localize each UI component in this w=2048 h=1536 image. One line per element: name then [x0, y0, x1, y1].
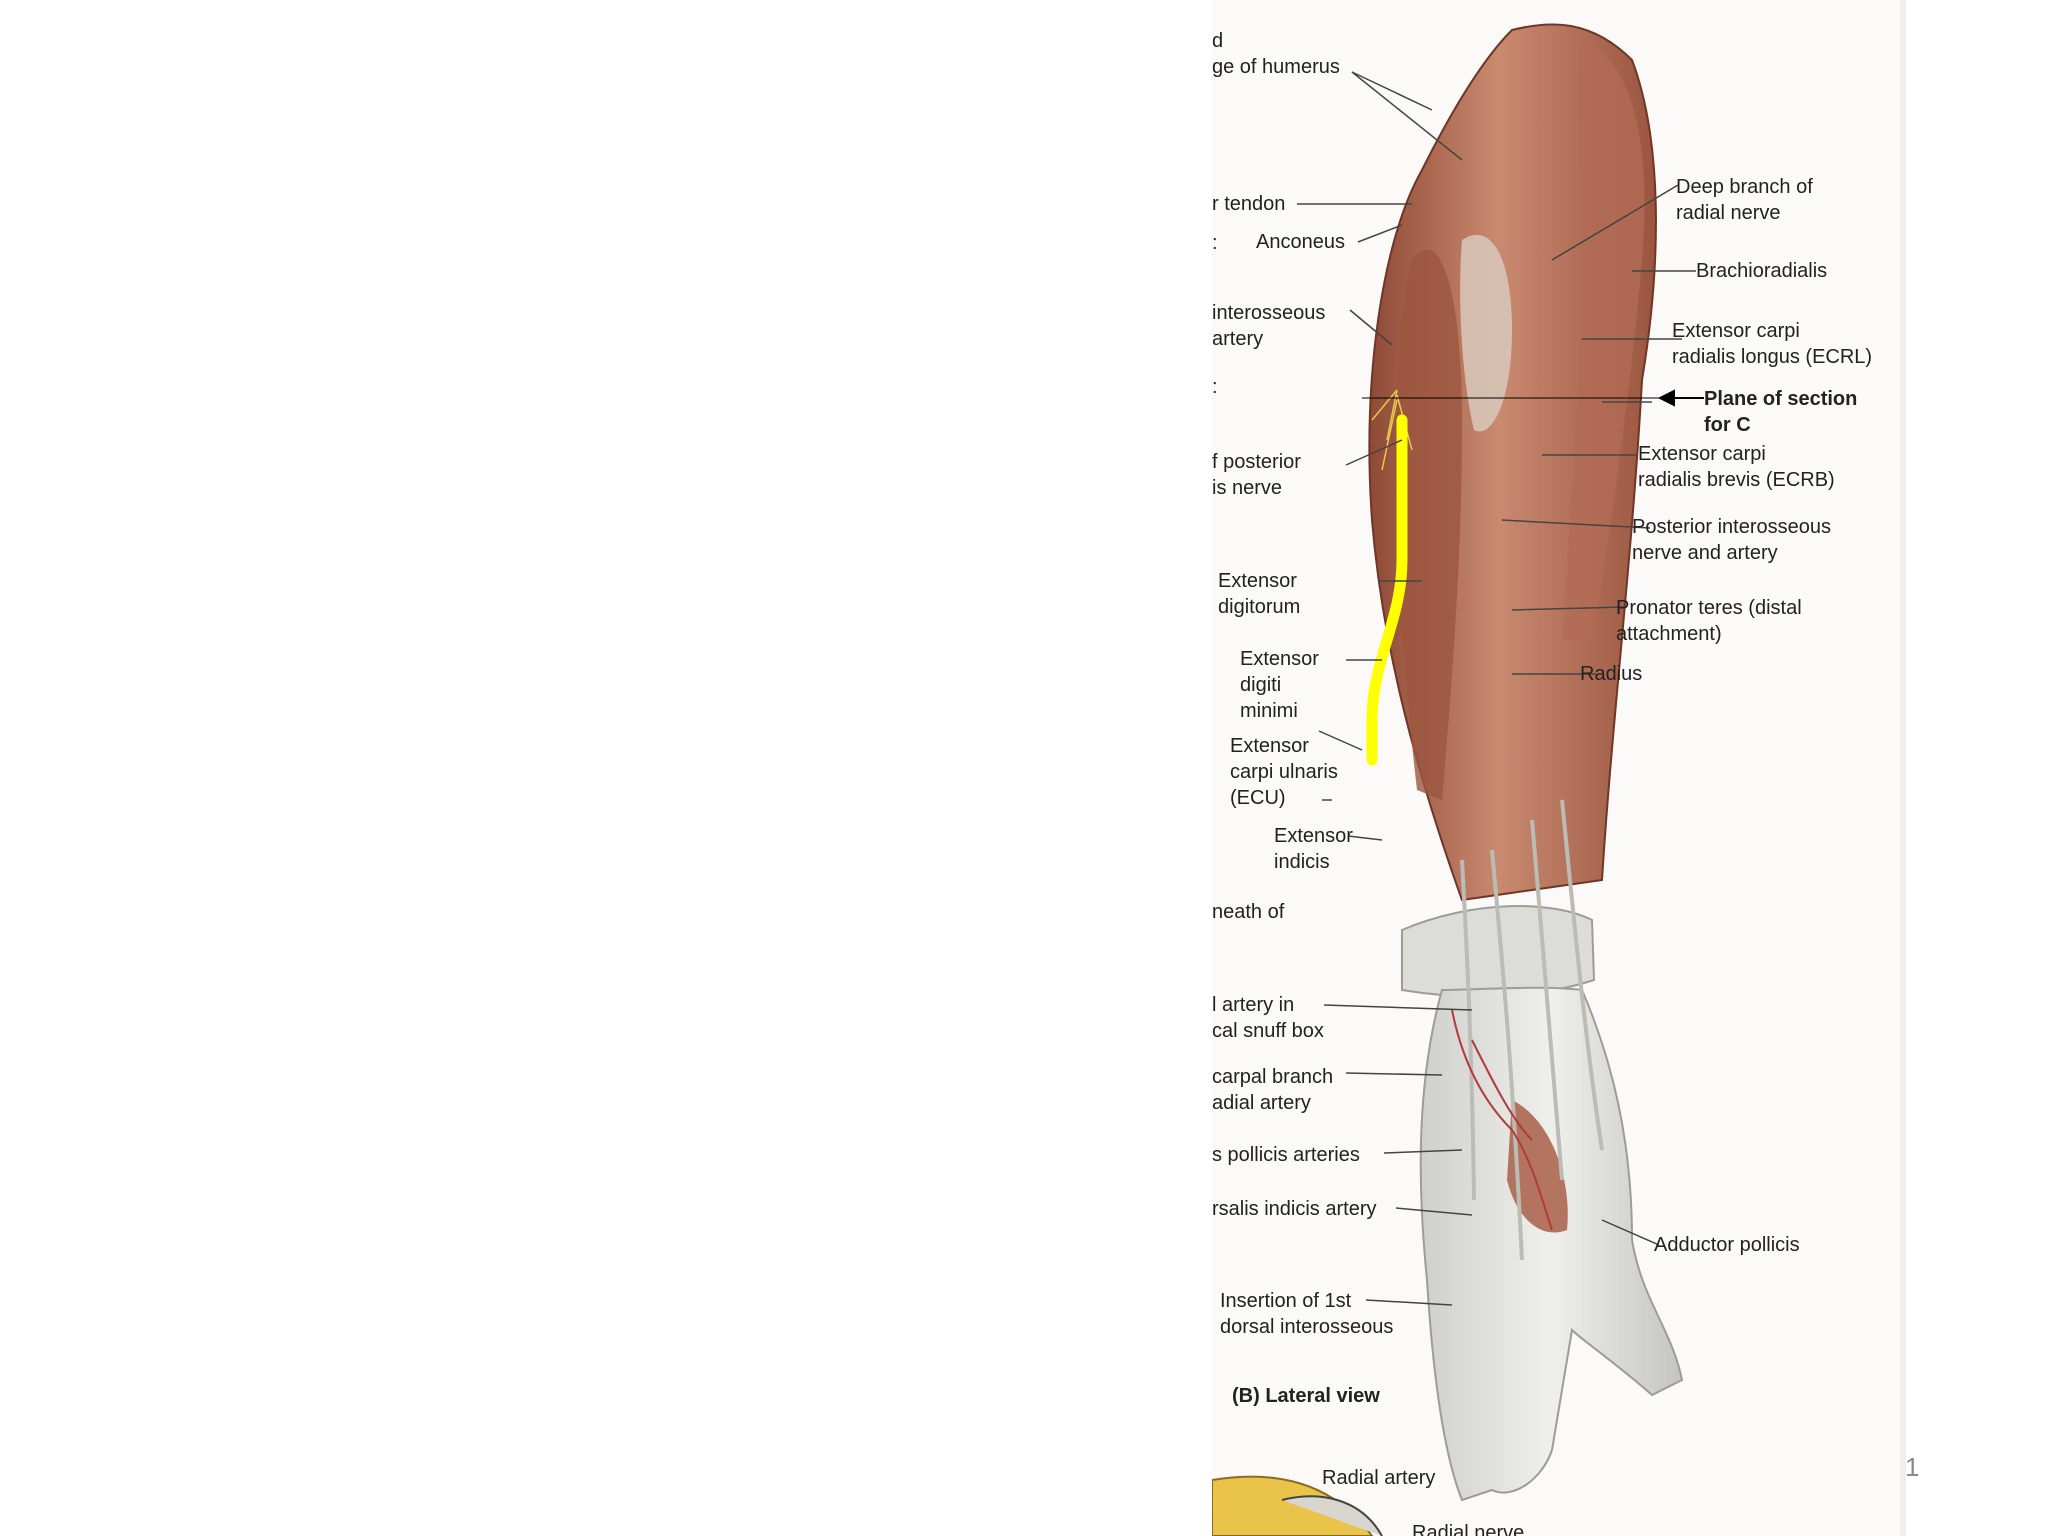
label-pollicis-arteries: s pollicis arteries — [1212, 1144, 1360, 1166]
plane-of-section-arrow — [1362, 389, 1704, 407]
label-sheath: neath of — [1212, 901, 1285, 923]
thenar-muscle — [1507, 1100, 1568, 1233]
label-radial-artery: Radial artery — [1322, 1467, 1436, 1489]
extensor-tendons — [1460, 799, 1604, 1261]
label-colon-b: : — [1212, 376, 1218, 398]
hand — [1419, 986, 1684, 1502]
leader-lines — [1297, 71, 1696, 1306]
forearm-illustration — [1212, 23, 1704, 1536]
label-colon-a: : — [1212, 232, 1218, 254]
label-radial-nerve-partial: Radial nerve — [1412, 1522, 1525, 1536]
extensor-digitorum-muscle — [1395, 249, 1462, 800]
label-adductor-pollicis: Adductor pollicis — [1654, 1234, 1800, 1256]
arteries — [1451, 1009, 1553, 1231]
label-brachioradialis: Brachioradialis — [1696, 260, 1828, 282]
supinator-muscle — [1460, 234, 1512, 432]
label-radius: Radius — [1580, 663, 1643, 685]
label-tendon: r tendon — [1212, 193, 1286, 215]
label-anconeus: Anconeus — [1256, 231, 1345, 253]
figure-edge-strip — [1900, 0, 1906, 1536]
page-number: 1 — [1905, 1452, 1920, 1482]
figure-caption: (B) Lateral view — [1232, 1385, 1380, 1407]
highlight-line — [1366, 414, 1408, 766]
label-indicis-artery: rsalis indicis artery — [1212, 1198, 1377, 1220]
brachioradialis-muscle — [1562, 40, 1645, 640]
